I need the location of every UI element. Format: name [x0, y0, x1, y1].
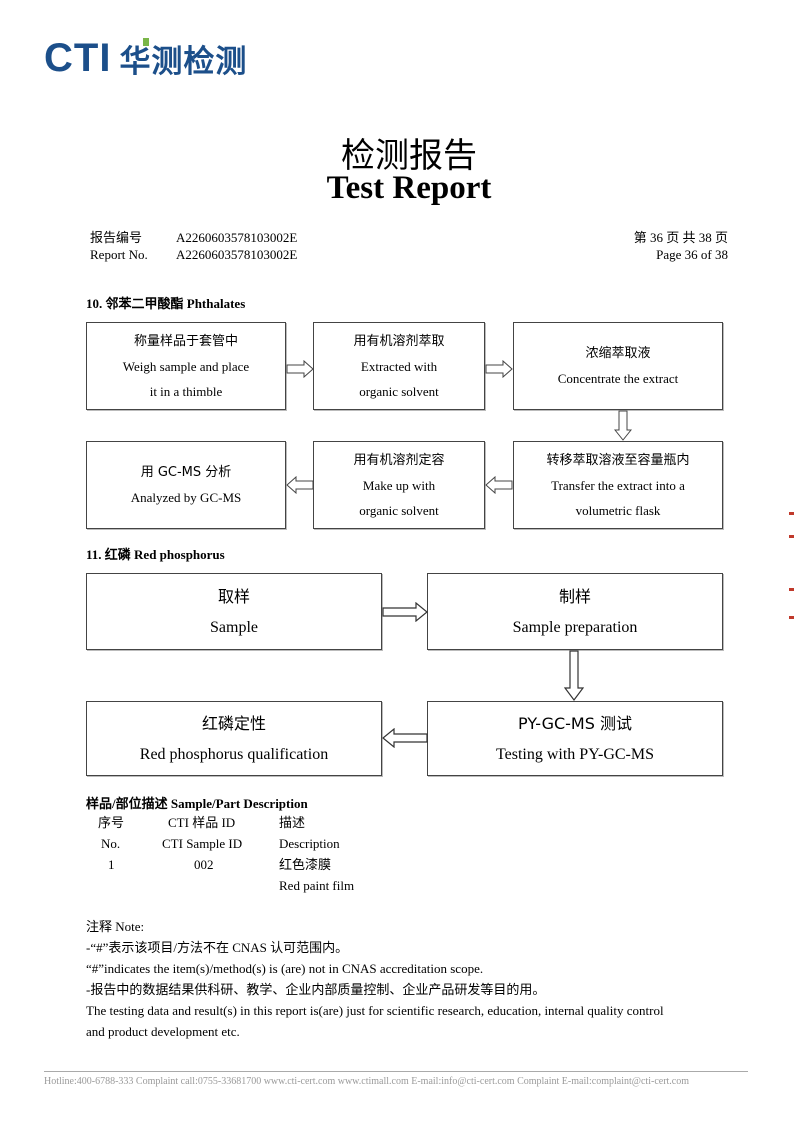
flow-step-en: Extracted with [360, 358, 438, 374]
flow-step-cn: 用有机溶剂定容 [353, 452, 445, 468]
table-cell-desc-en: Red paint film [279, 878, 355, 893]
company-logo: CTI 华测检测 [44, 36, 247, 80]
header-desc-en: Description [279, 836, 340, 851]
flow-step-concentrate: 浓缩萃取液 Concentrate the extract [513, 322, 723, 410]
arrow-left-icon [382, 728, 428, 748]
arrow-right-icon [382, 602, 428, 622]
flow-step-cn: 称量样品于套管中 [133, 333, 238, 349]
seal-fragment [789, 535, 794, 538]
flow-step-makeup: 用有机溶剂定容 Make up with organic solvent [313, 441, 485, 529]
flow-step-cn: PY-GC-MS 测试 [518, 713, 632, 733]
flow-step-qualification: 红磷定性 Red phosphorus qualification [86, 701, 382, 776]
flow-step-en: it in a thimble [149, 383, 223, 399]
flow-step-en: Weigh sample and place [122, 358, 250, 374]
table-cell-desc-cn: 红色漆膜 [279, 857, 332, 872]
notes-line-3: -报告中的数据结果供科研、教学、企业内部质量控制、企业产品研发等目的用。 [86, 982, 546, 997]
seal-fragment [789, 588, 794, 591]
flow-step-en: Red phosphorus qualification [139, 745, 329, 763]
header-no-cn: 序号 [98, 815, 125, 830]
arrow-down-icon [614, 410, 632, 441]
flow-step-en: Concentrate the extract [557, 371, 679, 386]
notes-line-2: “#”indicates the item(s)/method(s) is (a… [86, 961, 484, 976]
arrow-right-icon [485, 360, 513, 378]
page-indicator-en: Page 36 of 38 [656, 247, 728, 262]
flow-step-en: Analyzed by GC-MS [130, 490, 242, 505]
section-10-title: 10. 邻苯二甲酸酯 Phthalates [86, 296, 246, 311]
sample-description-title: 样品/部位描述 Sample/Part Description [86, 796, 308, 811]
header-id-cn: CTI 样品 ID [168, 815, 236, 830]
logo-accent-mark [143, 38, 149, 46]
logo-latin-text: CTI [44, 35, 112, 80]
table-cell-id: 002 [194, 857, 214, 872]
notes-line-5: and product development etc. [86, 1024, 240, 1039]
report-number-label-en: Report No. [90, 247, 148, 262]
flow-step-pygcms: PY-GC-MS 测试 Testing with PY-GC-MS [427, 701, 723, 776]
footer-divider [44, 1071, 748, 1072]
report-number-value-en: A2260603578103002E [176, 247, 298, 262]
notes-line-1: -“#”表示该项目/方法不在 CNAS 认可范围内。 [86, 940, 349, 955]
report-number-value: A2260603578103002E [176, 230, 298, 245]
flow-step-transfer: 转移萃取溶液至容量瓶内 Transfer the extract into a … [513, 441, 723, 529]
flow-step-cn: 用 GC-MS 分析 [140, 465, 232, 480]
table-cell-no: 1 [108, 857, 115, 872]
flow-step-en: Sample preparation [512, 618, 638, 636]
header-no-en: No. [101, 836, 121, 851]
flow-step-cn: 红磷定性 [201, 713, 266, 733]
notes-title: 注释 Note: [86, 919, 145, 934]
flow-step-cn: 取样 [217, 586, 250, 606]
flow-step-en: Sample [210, 618, 258, 636]
arrow-left-icon [286, 476, 314, 494]
flow-step-cn: 用有机溶剂萃取 [353, 333, 445, 349]
flow-step-weigh: 称量样品于套管中 Weigh sample and place it in a … [86, 322, 286, 410]
flow-step-cn: 浓缩萃取液 [585, 346, 651, 361]
logo-chinese-text: 华测检测 [119, 43, 248, 80]
flow-step-en: organic solvent [359, 383, 439, 399]
seal-fragment [789, 616, 794, 619]
notes-line-4: The testing data and result(s) in this r… [86, 1003, 664, 1018]
section-11-title: 11. 红磷 Red phosphorus [86, 547, 225, 562]
page-indicator-cn: 第 36 页 共 38 页 [633, 230, 728, 245]
flow-step-sample: 取样 Sample [86, 573, 382, 650]
header-desc-cn: 描述 [279, 815, 306, 830]
flow-step-cn: 制样 [558, 586, 591, 606]
flow-step-en: Transfer the extract into a [551, 477, 685, 493]
page-title-english: Test Report [326, 170, 492, 206]
header-id-en: CTI Sample ID [162, 836, 243, 851]
flow-step-en: Make up with [362, 477, 436, 493]
seal-fragment [789, 512, 794, 515]
flow-step-en: organic solvent [359, 502, 439, 518]
flow-step-extract: 用有机溶剂萃取 Extracted with organic solvent [313, 322, 485, 410]
report-number-label-cn: 报告编号 [90, 230, 143, 245]
arrow-left-icon [485, 476, 513, 494]
flow-step-cn: 转移萃取溶液至容量瓶内 [546, 452, 690, 468]
arrow-down-icon [564, 650, 584, 701]
page-title-chinese: 检测报告 [341, 136, 477, 176]
arrow-right-icon [286, 360, 314, 378]
flow-step-en: Testing with PY-GC-MS [495, 745, 654, 763]
flow-step-analyze: 用 GC-MS 分析 Analyzed by GC-MS [86, 441, 286, 529]
flow-step-en: volumetric flask [575, 502, 661, 518]
flow-step-sample-preparation: 制样 Sample preparation [427, 573, 723, 650]
footer-contact: Hotline:400-6788-333 Complaint call:0755… [44, 1076, 690, 1087]
